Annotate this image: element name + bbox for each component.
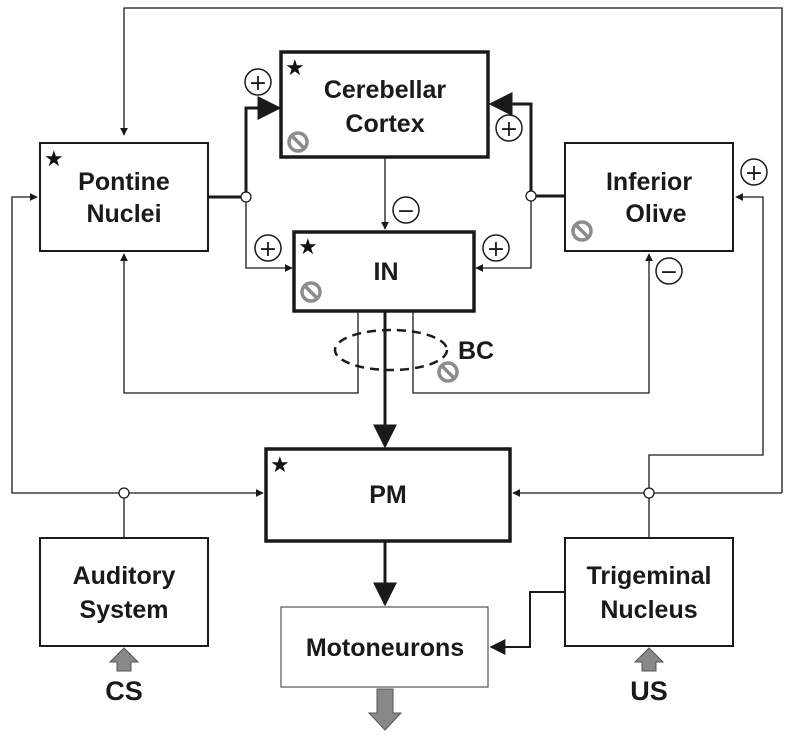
cerebellar-cortex-box [279,50,490,159]
plus-sign-trigeminal-olive: + [740,158,768,186]
svg-text:+: + [487,237,505,262]
auditory-system-box [39,537,209,647]
trigeminal-to-motoneurons-line [489,591,565,655]
plus-sign-pontine-in: + [254,234,282,262]
stop-icon-in [300,281,322,303]
svg-text:−: − [660,260,678,285]
auditory-to-pontine-line [11,193,119,494]
olive-to-cortex-line [488,92,533,192]
auditory-junction-node [118,487,130,499]
svg-text:+: + [745,161,763,186]
pontine-label-line1: Pontine [78,168,170,196]
minus-sign-in-olive: − [655,257,683,285]
olive-junction-node [525,190,537,202]
inferior-olive-box [564,142,734,252]
cs-label: CS [105,676,143,706]
trigeminal-label-line1: Trigeminal [586,562,711,590]
star-icon-pontine: ★ [44,147,64,172]
in-to-pontine-line [120,253,359,394]
olive-label-line2: Olive [625,200,686,228]
pm-box [264,447,512,543]
cerebellar-label-line2: Cortex [345,110,424,138]
olive-to-in-line [475,200,532,272]
olive-label-line1: Inferior [606,168,692,196]
pontine-to-cortex-line [244,96,282,193]
svg-text:+: + [249,71,267,96]
pontine-label-line2: Nuclei [86,200,161,228]
svg-text:−: − [397,199,415,224]
svg-text:+: + [500,117,518,142]
us-input-arrow [633,647,665,672]
pontine-junction-node [240,191,252,203]
plus-sign-olive-cortex: + [495,114,523,142]
cs-input-arrow [108,647,140,672]
pm-label: PM [369,481,407,509]
plus-sign-olive-in: + [482,234,510,262]
in-to-olive-line [412,253,653,394]
auditory-label-line2: System [80,596,169,624]
us-label: US [630,676,668,706]
plus-sign-pontine-cortex: + [244,68,272,96]
minus-sign-cortex-in: − [392,196,420,224]
star-icon-in: ★ [298,235,318,260]
trigeminal-junction-node [643,487,655,499]
star-icon-pm: ★ [270,453,290,478]
pontine-nuclei-box [39,142,209,252]
auditory-label-line1: Auditory [73,562,176,590]
star-icon-cerebellar: ★ [285,56,305,81]
bc-ellipse [333,328,449,372]
in-label: IN [374,258,399,286]
trigeminal-to-olive-line [648,193,764,488]
stop-icon-olive [571,220,593,242]
stop-icon-bc [437,361,459,383]
motoneurons-label: Motoneurons [306,634,464,662]
motor-output-arrow [367,688,403,731]
trigeminal-label-line2: Nucleus [600,596,697,624]
trigeminal-nucleus-box [564,537,734,647]
svg-text:+: + [259,237,277,262]
in-box [292,230,476,313]
top-feedback-line [120,7,783,493]
bc-label: BC [458,337,494,365]
motoneurons-box [280,606,489,688]
stop-icon-cerebellar [287,131,309,153]
cerebellar-label-line1: Cerebellar [324,76,447,104]
pontine-to-in-line [245,201,293,272]
